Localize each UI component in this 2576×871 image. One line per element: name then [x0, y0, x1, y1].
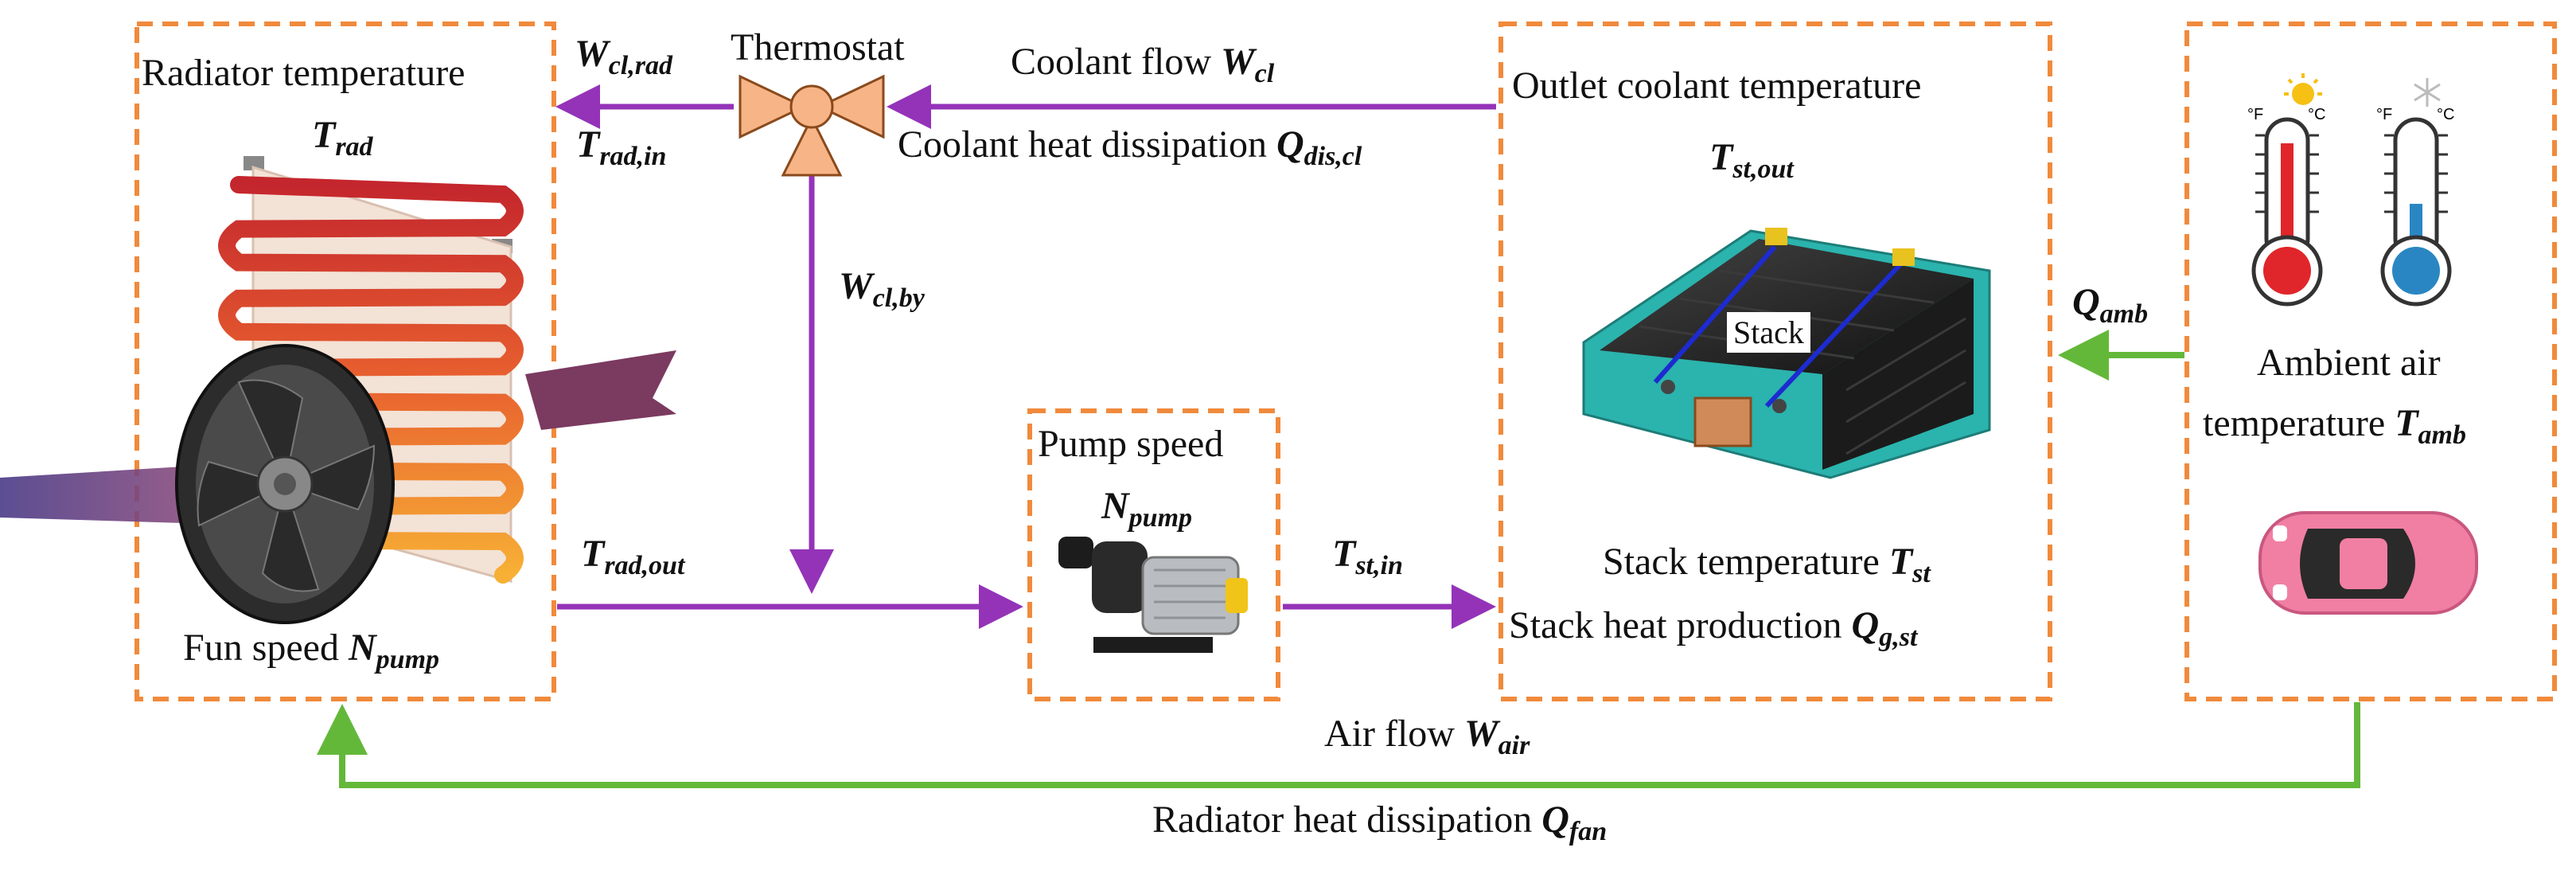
- pump-illustration: [1058, 537, 1248, 653]
- coolant-heat-dissipation-label: Coolant heat dissipation Qdis,cl: [898, 123, 1362, 171]
- n-pump-label: Npump: [1101, 485, 1193, 533]
- thermostat-label: Thermostat: [731, 26, 905, 68]
- radiator-box: [134, 21, 556, 701]
- cold-thermometer-icon: [2380, 78, 2452, 307]
- ambient-line1: Ambient air: [2257, 342, 2441, 384]
- thermostat-valve: [739, 74, 885, 177]
- stack-temperature-label: Stack temperature Tst: [1603, 541, 1931, 588]
- fan-icon: [0, 344, 676, 624]
- stack-illustration: [1582, 228, 1991, 479]
- pump-box: [1027, 408, 1280, 701]
- w-cl-rad-label: Wcl,rad: [575, 33, 672, 80]
- hot-unit-f: °F: [2247, 106, 2263, 123]
- radiator-heat-dissipation-label: Radiator heat dissipation Qfan: [1152, 799, 1608, 846]
- air-flow-label: Air flow Wair: [1324, 713, 1530, 760]
- t-rad-out-label: Trad,out: [581, 533, 685, 580]
- car-icon: [2258, 511, 2478, 615]
- stack-tag: Stack: [1727, 312, 1810, 353]
- ambient-box: [2184, 21, 2557, 701]
- pump-speed-title: Pump speed: [1038, 423, 1224, 465]
- radiator-temp-symbol: Trad: [312, 114, 373, 162]
- t-rad-in-label: Trad,in: [576, 123, 667, 171]
- hot-unit-c: °C: [2308, 106, 2325, 123]
- air-flow-line: [317, 702, 2360, 788]
- cold-unit-c: °C: [2437, 106, 2454, 123]
- cold-unit-f: °F: [2376, 106, 2392, 123]
- t-st-in-label: Tst,in: [1332, 533, 1403, 580]
- outlet-coolant-title: Outlet coolant temperature: [1512, 64, 1922, 107]
- stack-heat-production-label: Stack heat production Qg,st: [1509, 604, 1918, 652]
- radiator-title: Radiator temperature: [142, 52, 466, 94]
- ambient-line2: temperature Tamb: [2203, 402, 2466, 450]
- w-cl-by-label: Wcl,by: [839, 265, 925, 313]
- t-st-out-label: Tst,out: [1709, 136, 1794, 184]
- fan-speed-label: Fun speed Npump: [183, 627, 440, 674]
- hot-thermometer-icon: [2251, 73, 2323, 307]
- q-amb-label: Qamb: [2072, 281, 2149, 329]
- coolant-flow-label: Coolant flow Wcl: [1011, 41, 1275, 88]
